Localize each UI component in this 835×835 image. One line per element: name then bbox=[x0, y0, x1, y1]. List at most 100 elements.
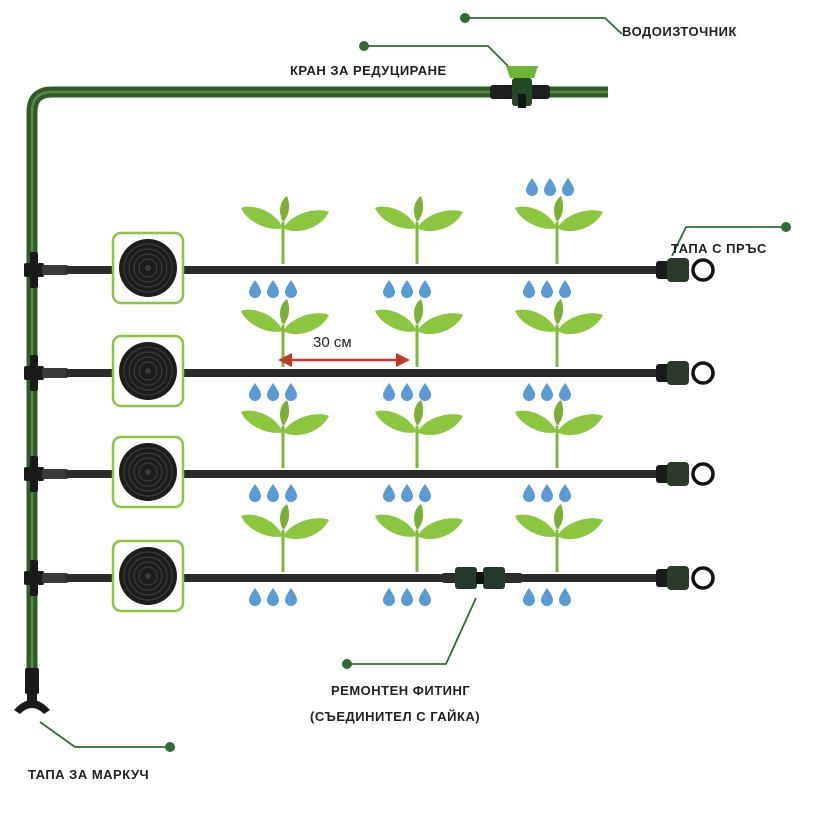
seedling-icon bbox=[375, 299, 463, 367]
water-drop-icon bbox=[285, 484, 297, 502]
line-start-fitting bbox=[42, 368, 68, 378]
callout-leader bbox=[460, 13, 623, 35]
drip-line bbox=[24, 435, 715, 509]
end-cap-ring-icon bbox=[656, 361, 715, 385]
drip-line bbox=[24, 334, 715, 408]
label-reducing-valve: КРАН ЗА РЕДУЦИРАНЕ bbox=[290, 63, 447, 78]
callouts-layer bbox=[39, 13, 791, 752]
water-drop-icon bbox=[526, 178, 538, 196]
drip-tape-coil-icon bbox=[111, 539, 185, 613]
callout-leader bbox=[359, 41, 509, 67]
water-drop-icon bbox=[523, 280, 535, 298]
water-drop-icon bbox=[267, 588, 279, 606]
seedling-icon bbox=[241, 299, 329, 367]
drip-tape bbox=[66, 470, 662, 478]
water-drop-icon bbox=[541, 484, 553, 502]
seedling-icon bbox=[515, 400, 603, 468]
water-drop-icon bbox=[523, 484, 535, 502]
water-drop-icon bbox=[383, 383, 395, 401]
drip-lines bbox=[24, 231, 715, 613]
water-drop-icon bbox=[249, 588, 261, 606]
valve-icon bbox=[490, 66, 550, 108]
water-drop-icon bbox=[401, 588, 413, 606]
water-drop-icon bbox=[523, 588, 535, 606]
water-drop-icon bbox=[285, 280, 297, 298]
water-drop-icon bbox=[401, 484, 413, 502]
hose-plug-icon bbox=[14, 668, 50, 714]
line-start-fitting bbox=[42, 265, 68, 275]
main-supply-line bbox=[26, 86, 608, 690]
callout-leader bbox=[39, 721, 175, 752]
water-drop-icon bbox=[559, 383, 571, 401]
water-drop-icon bbox=[249, 280, 261, 298]
callout-dot bbox=[781, 222, 791, 232]
water-drop-icon bbox=[383, 588, 395, 606]
water-drop-icon bbox=[401, 280, 413, 298]
water-drop-icon bbox=[285, 588, 297, 606]
end-cap-ring-icon bbox=[656, 462, 715, 486]
callout-dot bbox=[342, 659, 352, 669]
water-drop-icon bbox=[267, 383, 279, 401]
label-water-source: ВОДОИЗТОЧНИК bbox=[622, 24, 737, 39]
label-spacing: 30 см bbox=[313, 334, 352, 351]
drip-line bbox=[24, 231, 715, 305]
coupler-icon bbox=[442, 567, 522, 589]
tee-connector-stem bbox=[30, 456, 38, 492]
water-drop-icon bbox=[419, 588, 431, 606]
water-drop-icon bbox=[249, 383, 261, 401]
drip-tape bbox=[66, 266, 662, 274]
water-drop-icon bbox=[285, 383, 297, 401]
plants-layer bbox=[241, 196, 603, 572]
water-drop-icon bbox=[559, 484, 571, 502]
water-drop-icon bbox=[419, 484, 431, 502]
water-drop-icon bbox=[383, 484, 395, 502]
seedling-icon bbox=[515, 196, 603, 264]
seedling-icon bbox=[375, 196, 463, 264]
water-drop-icon bbox=[401, 383, 413, 401]
callout-dot bbox=[460, 13, 470, 23]
drops-layer bbox=[249, 178, 574, 606]
label-repair-fitting: РЕМОНТЕН ФИТИНГ bbox=[331, 683, 470, 698]
label-hose-plug: ТАПА ЗА МАРКУЧ bbox=[28, 767, 149, 782]
water-drop-icon bbox=[419, 383, 431, 401]
callout-leader bbox=[342, 597, 477, 669]
water-drop-icon bbox=[541, 383, 553, 401]
water-drop-icon bbox=[383, 280, 395, 298]
drip-tape-coil-icon bbox=[111, 334, 185, 408]
drip-tape bbox=[66, 369, 662, 377]
callout-dot bbox=[359, 41, 369, 51]
water-drop-icon bbox=[541, 588, 553, 606]
tee-connector-stem bbox=[30, 355, 38, 391]
water-drop-icon bbox=[249, 484, 261, 502]
seedling-icon bbox=[515, 299, 603, 367]
line-start-fitting bbox=[42, 469, 68, 479]
spacing-arrow bbox=[278, 353, 410, 367]
drip-tape bbox=[522, 574, 662, 582]
main-pipe-highlight bbox=[30, 90, 608, 690]
drip-line bbox=[24, 539, 715, 613]
end-cap-ring-icon bbox=[656, 566, 715, 590]
fittings-layer bbox=[14, 66, 550, 714]
end-cap-ring-icon bbox=[656, 258, 715, 282]
label-end-plug: ТАПА С ПРЪС bbox=[671, 241, 767, 256]
water-drop-icon bbox=[562, 178, 574, 196]
water-drop-icon bbox=[544, 178, 556, 196]
drip-tape-coil-icon bbox=[111, 435, 185, 509]
drip-tape bbox=[66, 574, 442, 582]
line-start-fitting bbox=[42, 573, 68, 583]
tee-connector-stem bbox=[30, 252, 38, 288]
water-drop-icon bbox=[267, 484, 279, 502]
water-drop-icon bbox=[541, 280, 553, 298]
callout-dot bbox=[165, 742, 175, 752]
seedling-icon bbox=[515, 504, 603, 572]
seedling-icon bbox=[241, 400, 329, 468]
water-drop-icon bbox=[559, 588, 571, 606]
seedling-icon bbox=[375, 504, 463, 572]
water-drop-icon bbox=[419, 280, 431, 298]
label-repair-fitting-sub: (СЪЕДИНИТЕЛ С ГАЙКА) bbox=[310, 709, 480, 724]
drip-tape-coil-icon bbox=[111, 231, 185, 305]
tee-connector-stem bbox=[30, 560, 38, 596]
seedling-icon bbox=[241, 504, 329, 572]
